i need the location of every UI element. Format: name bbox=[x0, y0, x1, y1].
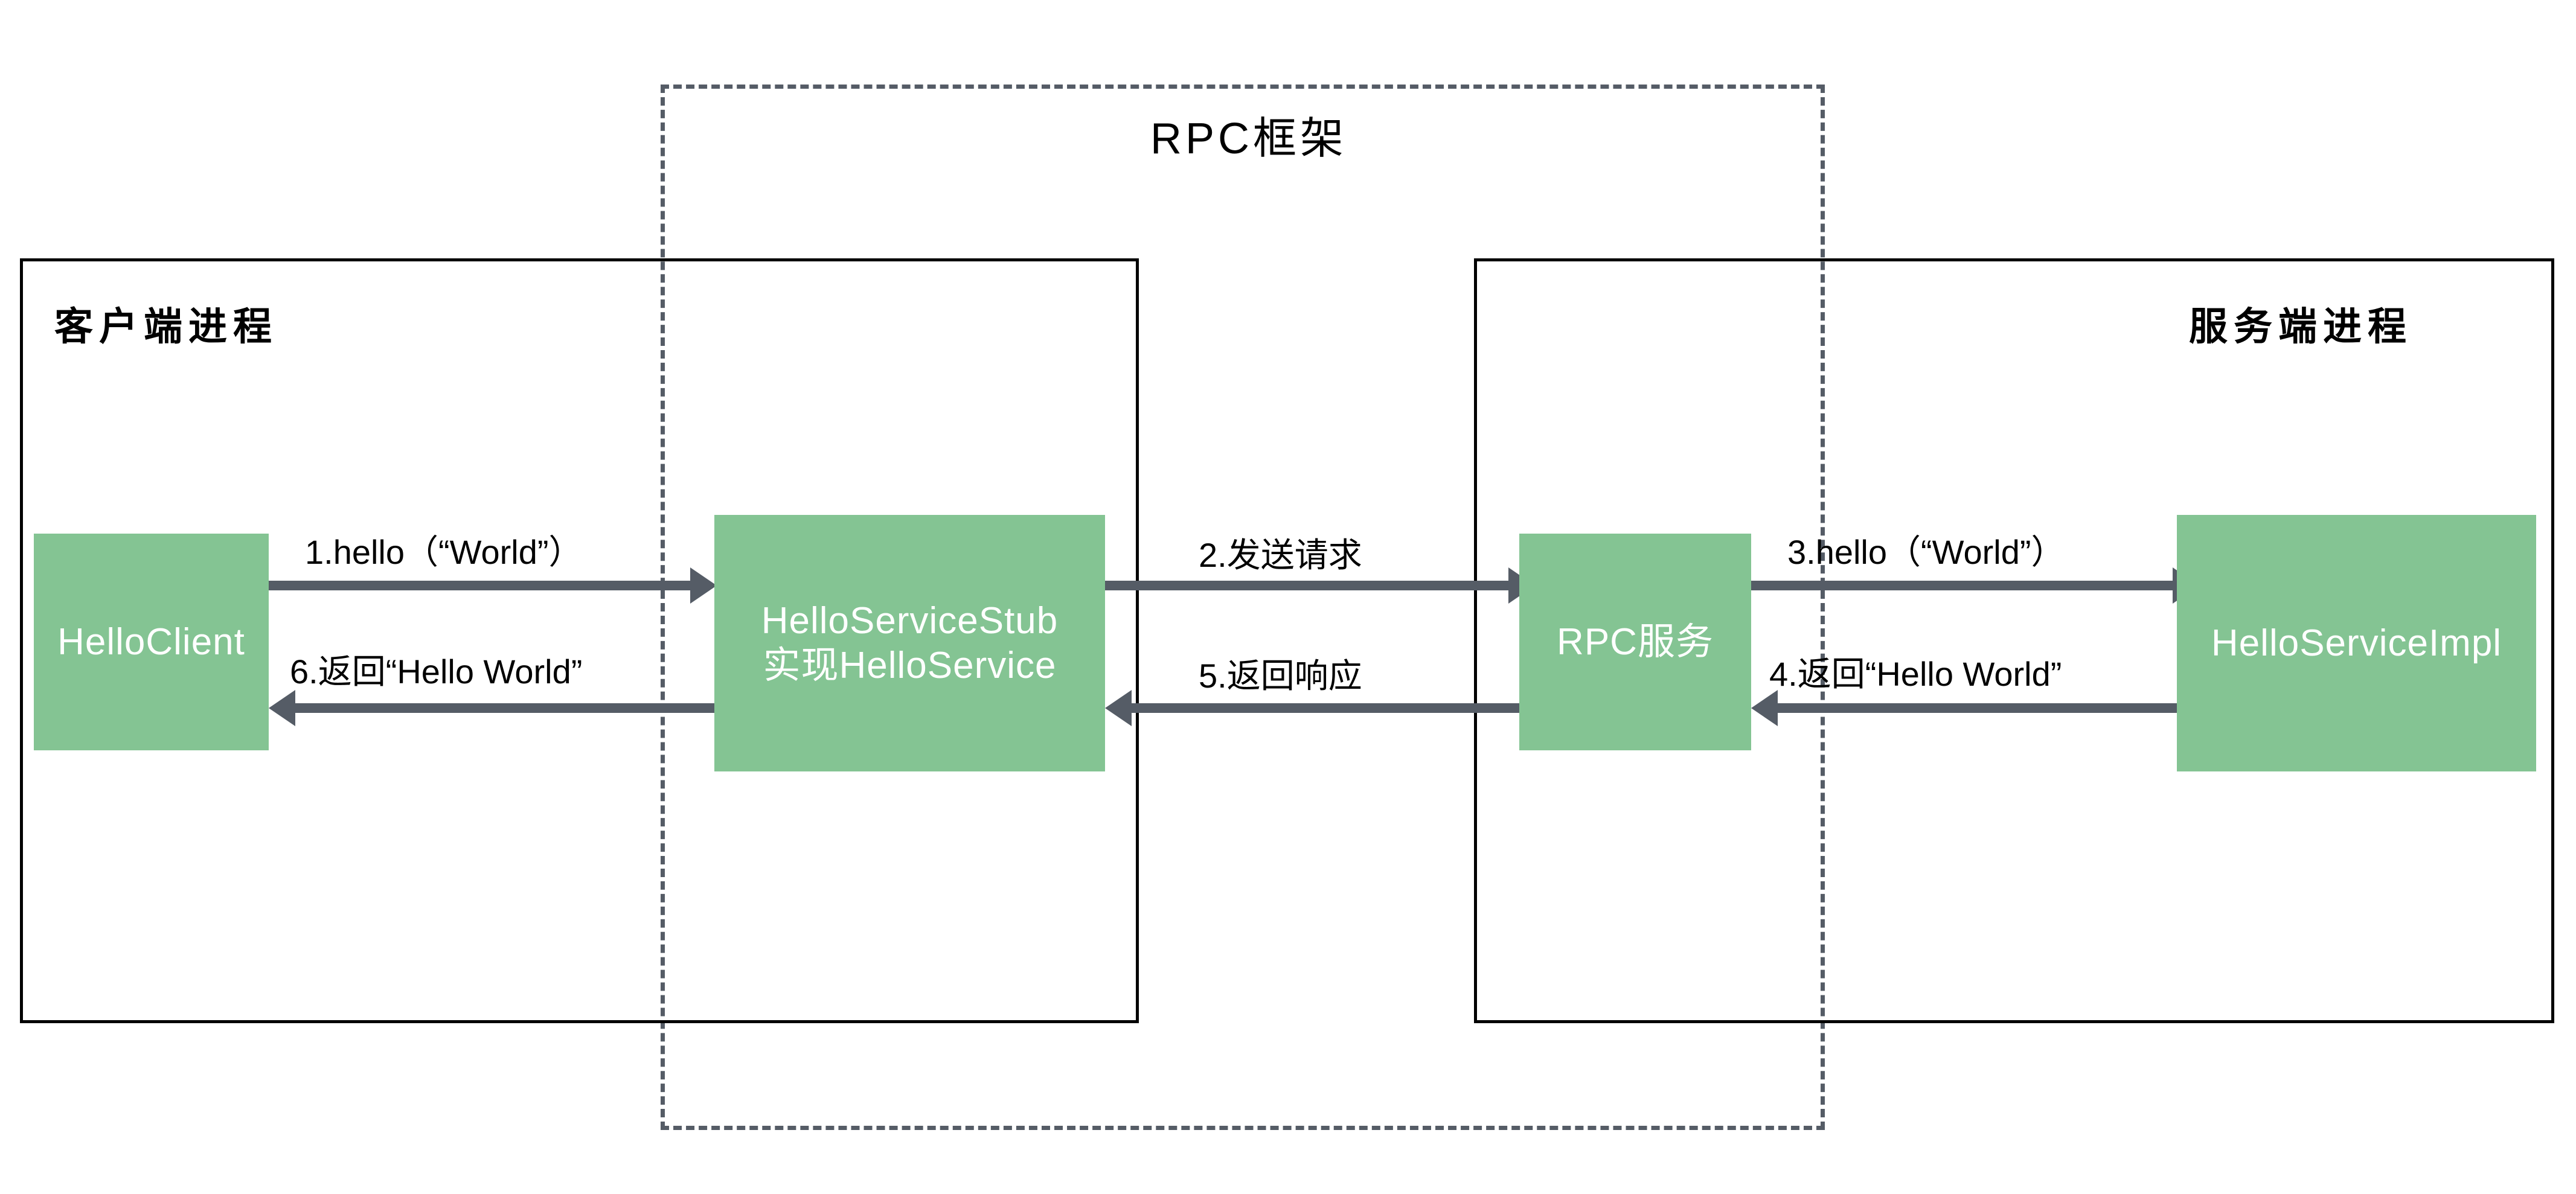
edge-2-label: 2.发送请求 bbox=[1199, 536, 1362, 574]
client-process-label: 客户端进程 bbox=[54, 305, 278, 348]
node-hello-service-stub-label-line2: 实现HelloService bbox=[763, 644, 1057, 686]
edge-1-arrow bbox=[269, 581, 691, 590]
edge-4-label: 4.返回“Hello World” bbox=[1769, 655, 2062, 693]
edge-3-arrow bbox=[1751, 581, 2174, 590]
edge-5-label: 5.返回响应 bbox=[1199, 657, 1362, 695]
edge-5-arrow bbox=[1130, 703, 1535, 713]
node-hello-client-label: HelloClient bbox=[57, 621, 245, 663]
node-hello-service-stub[interactable]: HelloServiceStub 实现HelloService bbox=[714, 515, 1105, 771]
server-process-label: 服务端进程 bbox=[2189, 305, 2412, 348]
node-hello-client[interactable]: HelloClient bbox=[34, 534, 269, 750]
node-hello-service-impl-label: HelloServiceImpl bbox=[2211, 622, 2502, 664]
edge-4-arrow bbox=[1777, 703, 2199, 713]
node-rpc-service-label: RPC服务 bbox=[1557, 621, 1714, 663]
edge-1-label: 1.hello（“World”） bbox=[305, 533, 583, 571]
client-process-box bbox=[20, 258, 1139, 1023]
edge-2-arrow bbox=[1105, 581, 1510, 590]
edge-6-arrow bbox=[294, 703, 717, 713]
server-process-box bbox=[1474, 258, 2554, 1023]
node-rpc-service[interactable]: RPC服务 bbox=[1519, 534, 1751, 750]
node-hello-service-stub-label-line1: HelloServiceStub bbox=[761, 600, 1059, 642]
node-hello-service-impl[interactable]: HelloServiceImpl bbox=[2177, 515, 2536, 771]
rpc-framework-title: RPC框架 bbox=[1150, 115, 1348, 163]
edge-6-label: 6.返回“Hello World” bbox=[290, 653, 583, 691]
edge-3-label: 3.hello（“World”） bbox=[1787, 533, 2065, 571]
rpc-framework-frame bbox=[661, 85, 1825, 1130]
